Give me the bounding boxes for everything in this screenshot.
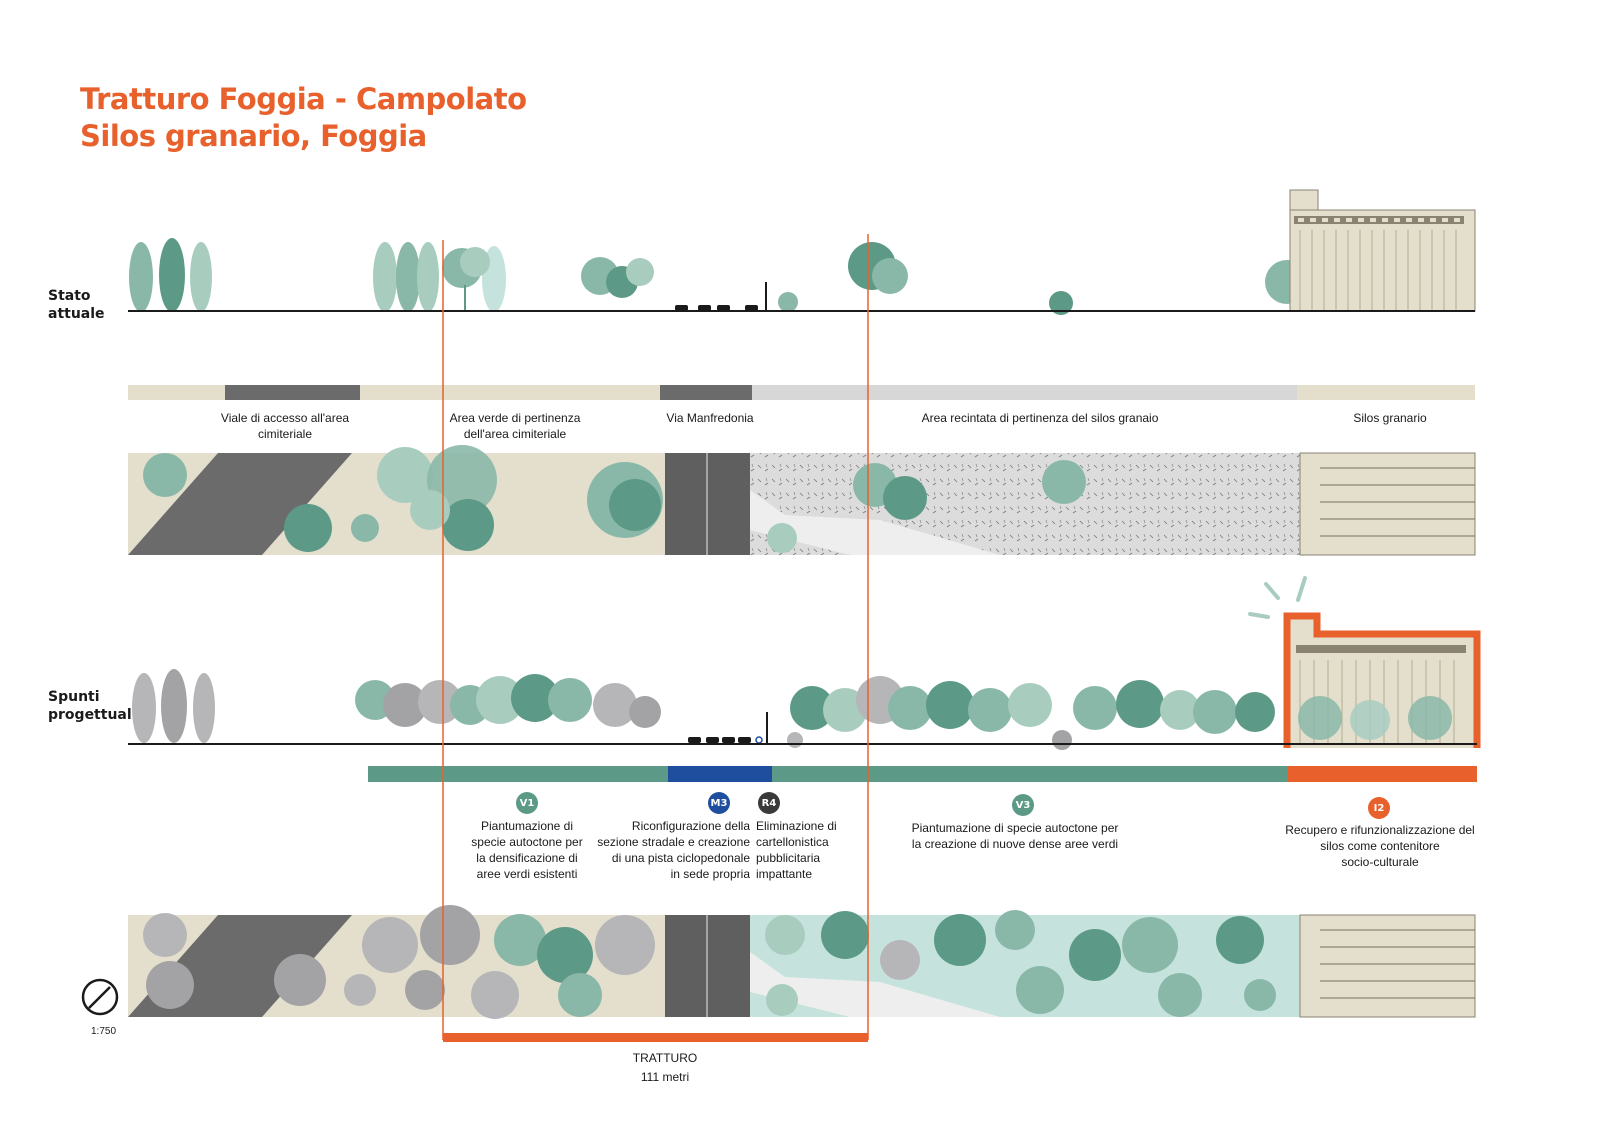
zone-bar	[128, 385, 1475, 400]
scale-icon	[81, 978, 119, 1016]
cars-project	[688, 737, 751, 743]
plan-current-trees	[143, 445, 1086, 553]
tratturo-length: 111 metri	[640, 1070, 690, 1084]
badge-r4: R4	[758, 792, 780, 814]
badge-i2: I2	[1368, 797, 1390, 819]
row-label-project: Spunti progettuali	[48, 689, 137, 723]
scale-text: 1:750	[91, 1026, 117, 1037]
cars-current	[675, 305, 758, 311]
dense-trees-project	[355, 674, 1275, 750]
current-section-elevation	[128, 189, 1476, 315]
tratturo-label: TRATTURO	[632, 1051, 698, 1065]
intervention-r4-text: Eliminazione di cartellonistica pubblici…	[756, 819, 837, 881]
zone-label-via-manfredonia: Via Manfredonia	[666, 411, 754, 425]
title-line-1: Tratturo Foggia - Campolato	[80, 82, 527, 116]
title-line-2: Silos granario, Foggia	[80, 119, 427, 153]
intervention-v3-text: Piantumazione di specie autoctone per la…	[911, 821, 1119, 851]
bicycle-icon	[755, 736, 763, 744]
zone-label-fenced-area: Area recintata di pertinenza del silos g…	[921, 411, 1159, 425]
zone-label-cemetery-access: Viale di accesso all'area cimiteriale	[220, 411, 350, 441]
silo-building-project	[1248, 576, 1481, 748]
plan-current	[128, 445, 1476, 556]
badge-v3: V3	[1012, 794, 1034, 816]
zone-label-green-area: Area verde di pertinenza dell'area cimit…	[449, 411, 581, 441]
badge-m3: M3	[708, 792, 730, 814]
silo-building-current	[1289, 189, 1476, 312]
intervention-i2-text: Recupero e rifunzionalizzazione del silo…	[1285, 823, 1475, 869]
row-label-current: Stato attuale	[48, 288, 105, 322]
badge-v1: V1	[516, 792, 538, 814]
plan-project	[128, 905, 1476, 1019]
tratturo-bounds	[442, 234, 869, 1042]
cypress-group-left	[129, 238, 506, 312]
intervention-m3-text: Riconfigurazione della sezione stradale …	[597, 819, 750, 881]
project-section-elevation	[128, 576, 1481, 750]
plan-project-trees	[143, 905, 1276, 1019]
intervention-v1-text: Piantumazione di specie autoctone per la…	[471, 819, 583, 881]
cypress-group-grey	[132, 669, 215, 743]
zone-label-silos: Silos granario	[1353, 411, 1427, 425]
intervention-bar	[368, 766, 1477, 782]
